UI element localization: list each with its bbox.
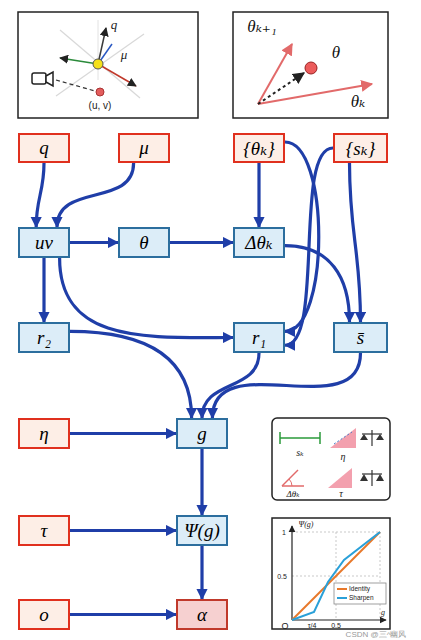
- arrow-connector: [70, 241, 118, 244]
- annotation-label: Δθₖ: [287, 490, 300, 499]
- legend-entry: Identity: [349, 585, 370, 593]
- input-box: q: [18, 133, 70, 163]
- node-label: r₁: [252, 327, 266, 349]
- arrow-connector: [200, 449, 203, 515]
- annotation-label: Ψ(g): [299, 521, 314, 529]
- arrow-connector: [36, 163, 44, 227]
- input-box: {sₖ}: [333, 133, 388, 163]
- annotation-label: 0.5: [277, 573, 287, 580]
- process-box: r₁: [233, 322, 285, 353]
- arrow-connector: [212, 353, 360, 418]
- arrow-connector: [60, 258, 233, 338]
- process-box: g: [176, 418, 228, 449]
- arrow-connector: [350, 163, 361, 322]
- annotation-label: 1: [282, 529, 286, 536]
- input-box: o: [18, 599, 70, 630]
- annotation-label: 0.5: [331, 622, 341, 629]
- arrow-connector: [70, 432, 176, 435]
- node-label: g: [197, 423, 207, 445]
- node-label: Ψ(g): [184, 520, 220, 542]
- annotation-label: θₖ: [351, 93, 366, 110]
- node-label: τ: [41, 520, 48, 542]
- arrow-connector: [57, 163, 134, 227]
- arrow-connector: [285, 246, 350, 322]
- output-box: α: [176, 599, 228, 630]
- node-label: η: [39, 423, 48, 445]
- node-label: q: [39, 137, 49, 159]
- psi-chart: [272, 518, 390, 629]
- arrow-connector: [70, 331, 192, 418]
- node-label: α: [197, 604, 207, 626]
- annotation-label: g: [381, 609, 385, 617]
- arrow-connector: [200, 546, 203, 599]
- process-box: θ: [118, 227, 170, 258]
- process-box: s̄: [333, 322, 388, 353]
- watermark: CSDN @三^幽风: [346, 631, 407, 639]
- node-label: θ: [139, 232, 148, 254]
- arrow-connector: [285, 142, 319, 331]
- annotation-label: θₖ₊₁: [247, 18, 276, 35]
- annotation-label: μ: [121, 48, 128, 61]
- arrow-connector: [257, 163, 260, 227]
- arrow-connector: [70, 529, 176, 532]
- arrow-connector: [170, 241, 233, 244]
- annotation-label: q: [111, 18, 118, 31]
- annotation-label: η: [341, 452, 346, 462]
- node-label: μ: [139, 137, 149, 159]
- angle-illustration: [233, 12, 388, 118]
- arrow-connector: [70, 613, 176, 616]
- parameter-inset: [272, 418, 390, 500]
- node-label: r₂: [37, 327, 51, 349]
- annotation-label: O: [281, 622, 288, 631]
- process-box: r₂: [18, 322, 70, 353]
- arrow-connector: [42, 258, 45, 322]
- node-label: Δθₖ: [245, 231, 272, 254]
- node-label: o: [39, 604, 49, 626]
- process-box: Δθₖ: [233, 227, 285, 258]
- input-box: η: [18, 418, 70, 449]
- annotation-label: τ: [339, 489, 343, 499]
- annotation-label: θ: [332, 44, 340, 61]
- node-label: uv: [35, 232, 53, 254]
- input-box: μ: [118, 133, 170, 163]
- annotation-label: τ/4: [308, 622, 317, 629]
- input-box: {θₖ}: [233, 133, 285, 163]
- node-label: s̄: [357, 327, 364, 349]
- node-label: {sₖ}: [346, 137, 376, 160]
- camera-illustration: [18, 12, 198, 118]
- process-box: uv: [18, 227, 70, 258]
- annotation-label: sₖ: [296, 448, 304, 458]
- legend-entry: Sharpen: [349, 594, 374, 602]
- process-box: Ψ(g): [176, 515, 228, 546]
- node-label: {θₖ}: [243, 137, 274, 160]
- input-box: τ: [18, 515, 70, 546]
- annotation-label: (u, v): [89, 101, 112, 111]
